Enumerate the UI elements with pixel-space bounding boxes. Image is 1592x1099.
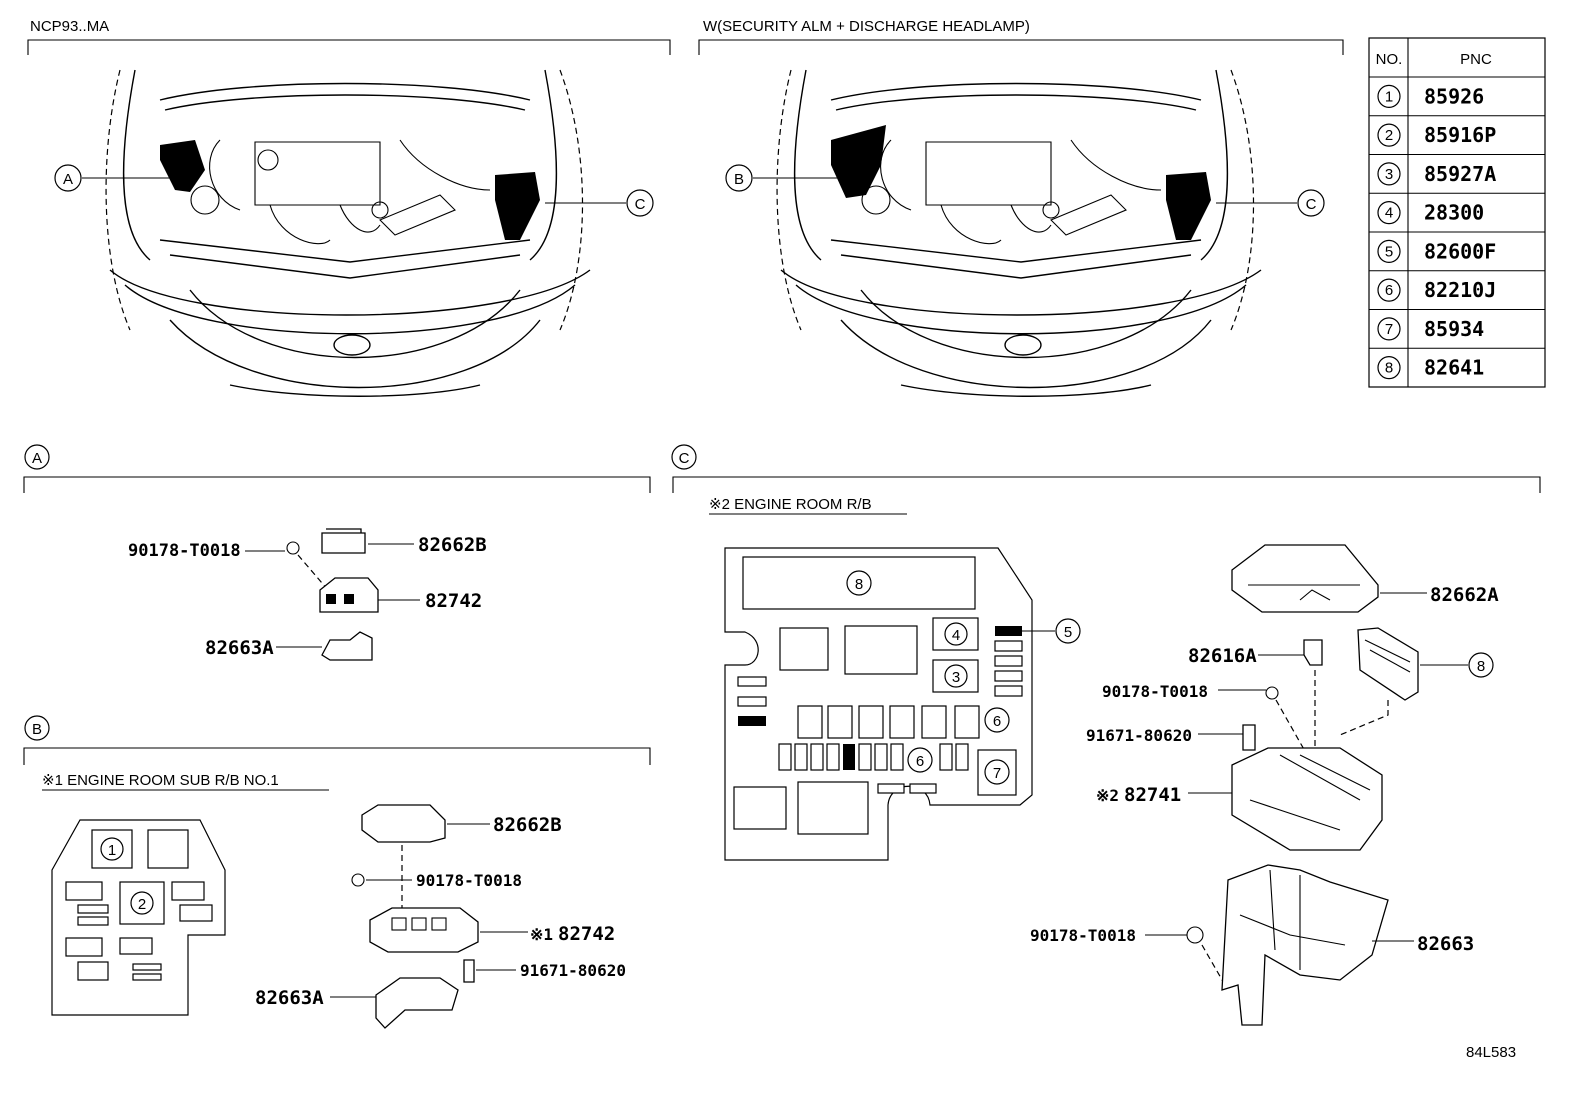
callout-c-left: C: [635, 196, 646, 213]
table-row-pnc: 85934: [1424, 317, 1484, 341]
fuse-box-c-marker: [495, 172, 540, 240]
callout-c-right: C: [1306, 196, 1317, 213]
section-c-label: C: [679, 450, 690, 467]
callout-b-right: B: [734, 171, 744, 188]
table-row-circle: [1377, 123, 1401, 147]
map-c-num-5: 5: [1064, 624, 1072, 641]
section-b-label: B: [32, 721, 42, 738]
table-row-no: 7: [1385, 321, 1393, 338]
callout-a-left: A: [63, 171, 73, 188]
table-row-pnc: 82600F: [1424, 239, 1496, 263]
part-c-relay-ref: 8: [1477, 658, 1485, 675]
fuse-box-a-marker: [160, 140, 205, 192]
sub-b-title: ※1 ENGINE ROOM SUB R/B NO.1: [42, 772, 279, 789]
part-label-b-bracket: 82663A: [255, 987, 324, 1009]
bracket-b: [375, 977, 459, 1029]
table-row-circle: [1377, 356, 1401, 380]
relay-c-8: [1357, 627, 1419, 701]
bracket-a: [321, 631, 373, 661]
block-c: [1231, 747, 1383, 851]
table-row-pnc: 85916P: [1424, 123, 1496, 147]
map-b-num-2: 2: [138, 896, 146, 913]
section-a-bracket: [23, 476, 651, 493]
clip-c2-icon: [1186, 926, 1204, 944]
terminal-c-icon: [1303, 639, 1323, 666]
table-row-circle: [1377, 239, 1401, 263]
section-b-bracket: [23, 747, 651, 765]
table-row-no: 2: [1385, 127, 1393, 144]
part-label-c-terminal: 82616A: [1188, 645, 1257, 667]
part-b-block-prefix: ※1: [530, 925, 553, 944]
part-label-b-block: 82742: [558, 923, 615, 945]
part-label-a-clip: 90178-T0018: [128, 541, 241, 561]
part-label-a-cover: 82662B: [418, 534, 487, 556]
table-row-circle: [1377, 162, 1401, 186]
map-c-num-7: 7: [993, 765, 1001, 782]
table-header-no: NO.: [1376, 51, 1403, 68]
table-row-no: 6: [1385, 282, 1393, 299]
pnc-table: NO. PNC 1 85926 2 85916P 3 85927A 4 28300 5 82600…: [1368, 37, 1546, 388]
top-right-bracket: [698, 39, 1344, 55]
section-c-bracket: [672, 476, 1541, 493]
table-row-circle: [1377, 317, 1401, 341]
section-a: A 90178-T0018 82662B 82742 82663A: [23, 444, 651, 661]
map-c-num-8: 8: [855, 576, 863, 593]
table-row-pnc: 82210J: [1424, 278, 1496, 302]
part-c-block-prefix: ※2: [1096, 786, 1119, 805]
part-label-b-bolt: 91671-80620: [520, 961, 626, 980]
table-row-no: 4: [1385, 205, 1393, 222]
part-label-b-clip: 90178-T0018: [416, 871, 522, 890]
top-left-panel: NCP93..MA: [27, 18, 671, 397]
section-c: C ※2 ENGINE ROOM R/B 8 4 3 5 6: [671, 444, 1541, 1026]
part-label-c-block: 82741: [1124, 784, 1181, 806]
part-label-c-bracket: 82663: [1417, 933, 1474, 955]
cover-b: [361, 804, 446, 843]
map-c-num-6b: 6: [916, 753, 924, 770]
table-row-circle: [1377, 278, 1401, 302]
table-row-circle: [1377, 84, 1401, 108]
top-left-label: NCP93..MA: [30, 18, 109, 35]
part-label-c-bolt: 91671-80620: [1086, 726, 1192, 745]
part-label-a-block: 82742: [425, 590, 482, 612]
part-label-c-clip1: 90178-T0018: [1102, 682, 1208, 701]
part-label-c-clip2: 90178-T0018: [1030, 926, 1136, 945]
bracket-c: [1221, 864, 1389, 1026]
part-label-a-bracket: 82663A: [205, 637, 274, 659]
table-row-no: 8: [1385, 360, 1393, 377]
table-row-circle: [1377, 201, 1401, 225]
map-c-num-4: 4: [952, 627, 960, 644]
car-front-right: [776, 69, 1262, 397]
table-row-pnc: 85927A: [1424, 162, 1496, 186]
figure-code: 84L583: [1466, 1044, 1516, 1061]
table-row-pnc: 85926: [1424, 84, 1484, 108]
map-c-num-3: 3: [952, 669, 960, 686]
table-row-no: 1: [1385, 88, 1393, 105]
fuse-box-c-marker-right: [1166, 172, 1211, 240]
section-b: B ※1 ENGINE ROOM SUB R/B NO.1 1 2 82662B…: [23, 715, 651, 1029]
part-label-b-cover: 82662B: [493, 814, 562, 836]
map-b-num-1: 1: [108, 842, 116, 859]
clip-a-icon: [286, 541, 300, 555]
section-a-label: A: [32, 450, 42, 467]
clip-b-icon: [351, 873, 365, 887]
top-right-label: W(SECURITY ALM + DISCHARGE HEADLAMP): [703, 18, 1030, 35]
map-c-num-6a: 6: [993, 713, 1001, 730]
car-front-left: [105, 69, 591, 397]
part-label-c-cover: 82662A: [1430, 584, 1499, 606]
table-row-pnc: 82641: [1424, 356, 1484, 380]
fuse-box-b-marker: [831, 125, 886, 198]
top-right-panel: W(SECURITY ALM + DISCHARGE HEADLAMP): [698, 18, 1344, 397]
table-rows: 1 85926 2 85916P 3 85927A 4 28300 5 82600F 6 82210J…: [1369, 84, 1545, 380]
table-header-pnc: PNC: [1460, 51, 1492, 68]
cover-c: [1231, 544, 1379, 613]
table-row-no: 3: [1385, 166, 1393, 183]
bolt-c-icon: [1242, 724, 1256, 751]
clip-c1-icon: [1265, 686, 1279, 700]
relay-cover-a: [321, 528, 366, 554]
table-row-pnc: 28300: [1424, 201, 1484, 225]
table-row-no: 5: [1385, 243, 1393, 260]
top-left-bracket: [27, 39, 671, 55]
bolt-b-icon: [463, 959, 475, 983]
sub-c-title: ※2 ENGINE ROOM R/B: [709, 496, 872, 513]
